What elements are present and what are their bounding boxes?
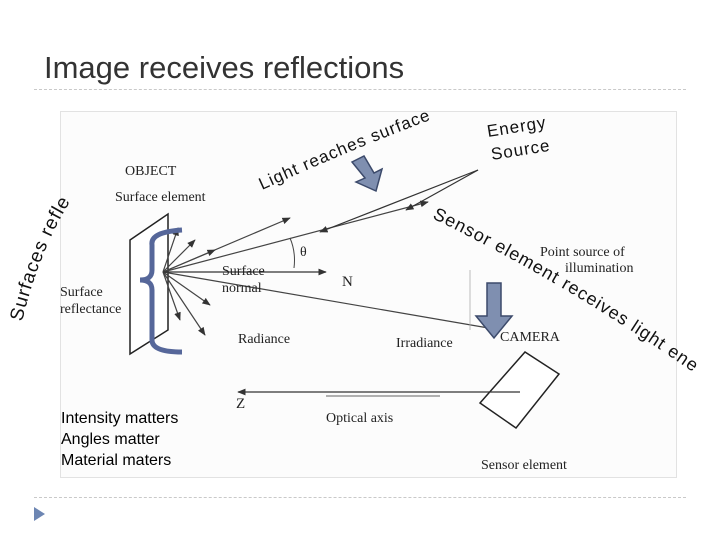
point-source-label-2: illumination (565, 261, 633, 276)
title-divider (34, 89, 686, 90)
theta-label: θ (300, 245, 307, 260)
sensor-receives-block-arrow (474, 282, 514, 340)
normal-n-label: N (342, 274, 353, 290)
source-to-surface-arrow (319, 169, 479, 233)
z-axis-label: Z (236, 396, 245, 412)
surface-normal-label-1: Surface (222, 264, 265, 279)
sensor-element-plane (478, 351, 561, 430)
slide-title: Image receives reflections (44, 50, 405, 85)
sensor-receives-annotation: Sensor element receives light energy (0, 0, 702, 376)
camera-label: CAMERA (500, 330, 561, 345)
footer-divider (34, 497, 686, 498)
surfaces-reflect-annotation: Surfaces reflect (0, 0, 75, 323)
notes-list: Intensity matters Angles matter Material… (61, 408, 178, 471)
surface-reflectance-label-1: Surface (60, 285, 103, 300)
object-heading: OBJECT (125, 164, 177, 179)
source-annotation: Source (490, 136, 552, 164)
reflection-brace (139, 227, 183, 355)
light-reaches-block-arrow (350, 155, 384, 193)
irradiance-label: Irradiance (396, 336, 453, 351)
note-angles: Angles matter (61, 431, 160, 448)
radiance-label: Radiance (238, 332, 290, 347)
surface-reflectance-label-2: reflectance (60, 302, 121, 317)
source-down-arrow (405, 169, 479, 211)
surface-normal-label-2: normal (222, 281, 262, 296)
optical-axis-label: Optical axis (326, 411, 393, 426)
bullet-arrow-icon (34, 507, 45, 521)
theta-arc (289, 237, 295, 269)
reflection-rays (162, 200, 501, 336)
note-material: Material maters (61, 452, 172, 469)
surface-element-label: Surface element (115, 190, 206, 205)
point-source-label-1: Point source of (540, 245, 625, 260)
note-intensity: Intensity matters (61, 410, 179, 427)
sensor-element-label: Sensor element (481, 458, 567, 473)
